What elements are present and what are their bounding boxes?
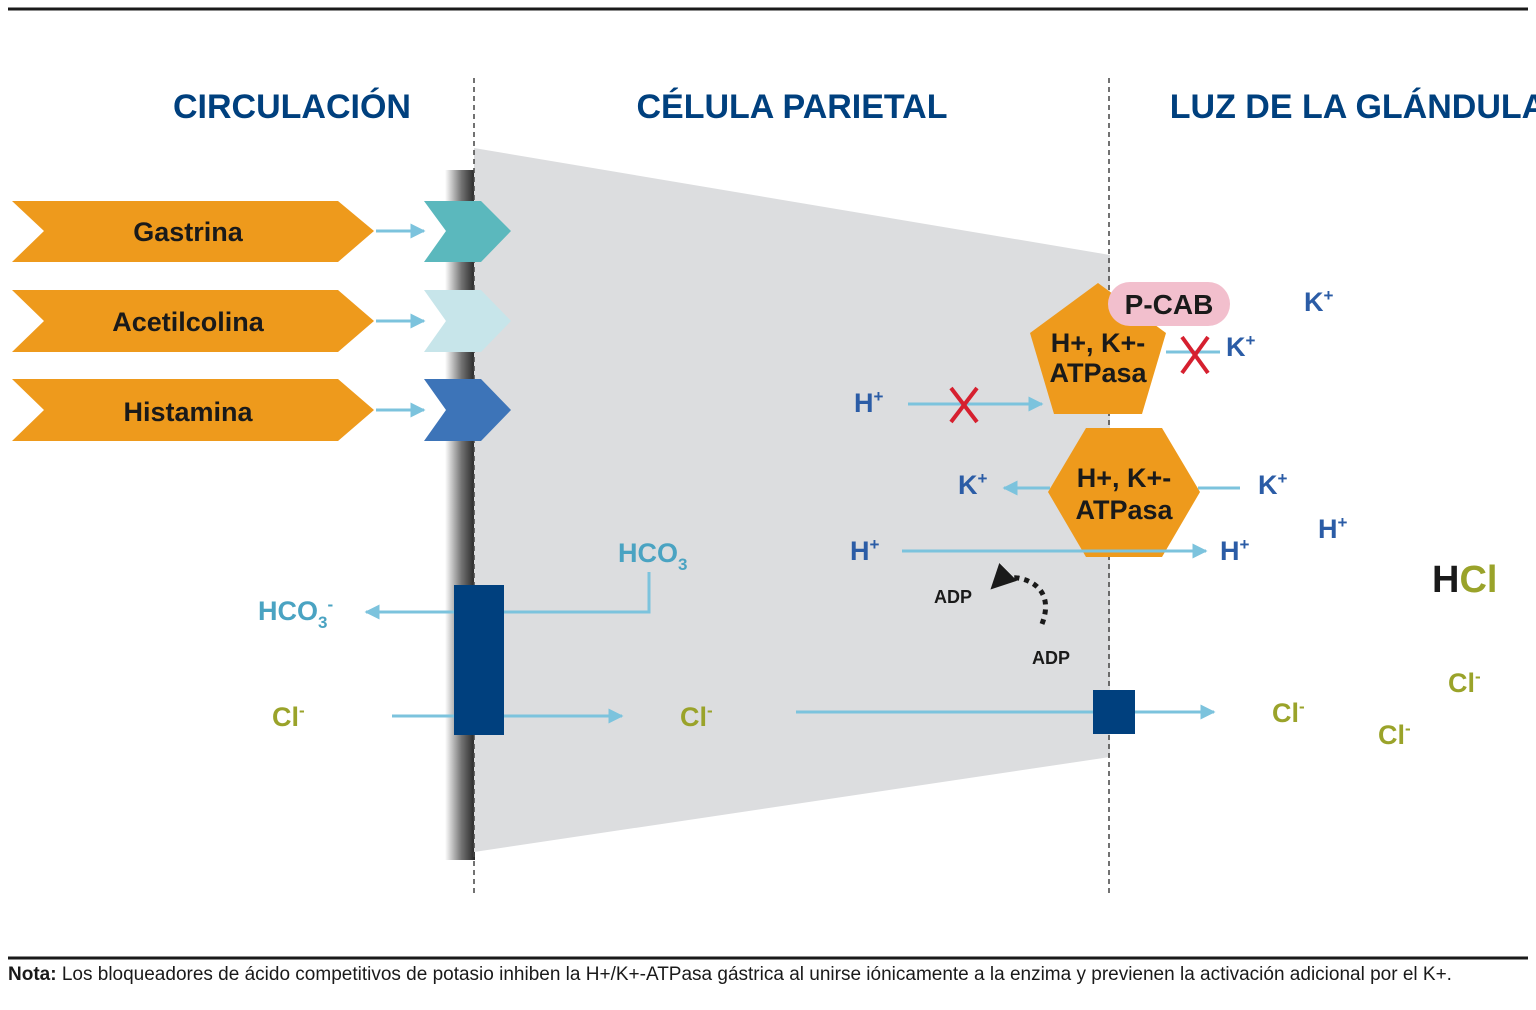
cell-shadow bbox=[445, 170, 475, 860]
hcl-label: HCl bbox=[1432, 559, 1497, 601]
inhibition-x-icon-k bbox=[1180, 335, 1210, 375]
pump-inhibited-line1: H+, K+- bbox=[1051, 328, 1146, 358]
adp-label-top: ADP bbox=[934, 587, 972, 607]
pump-active-line2: ATPasa bbox=[1075, 495, 1173, 525]
h-ion-cell: H+ bbox=[850, 535, 880, 566]
acetilcolina-arrow-shape bbox=[12, 290, 374, 352]
k-ion-blocked: K+ bbox=[1226, 331, 1256, 362]
hco3-blood: HCO3- bbox=[258, 595, 333, 632]
pcab-badge bbox=[1108, 282, 1230, 326]
heading-celula-parietal: CÉLULA PARIETAL bbox=[636, 88, 947, 126]
figure-note: Nota: Los bloqueadores de ácido competit… bbox=[8, 964, 1528, 986]
histamina-receptor bbox=[424, 379, 511, 441]
cl-ion-cell: Cl- bbox=[680, 701, 713, 732]
note-label: Nota: bbox=[8, 964, 57, 985]
note-text: Los bloqueadores de ácido competitivos d… bbox=[56, 964, 1452, 985]
pump-active-line1: H+, K+- bbox=[1077, 463, 1172, 493]
proton-pump-active bbox=[1048, 428, 1200, 557]
stimulus-acetilcolina: Acetilcolina bbox=[12, 290, 511, 352]
heading-circulacion: CIRCULACIÓN bbox=[173, 88, 411, 126]
inhibition-x-icon bbox=[949, 386, 979, 424]
acetilcolina-receptor bbox=[424, 290, 511, 352]
stimulus-histamina: Histamina bbox=[12, 379, 511, 441]
cl-ion-lumen-1: Cl- bbox=[1272, 697, 1305, 728]
cl-ion-lumen-3: Cl- bbox=[1378, 719, 1411, 750]
acetilcolina-label: Acetilcolina bbox=[112, 307, 265, 337]
histamina-arrow-shape bbox=[12, 379, 374, 441]
pcab-label: P-CAB bbox=[1125, 289, 1214, 320]
adp-label-bottom: ADP bbox=[1032, 648, 1070, 668]
gastrina-receptor bbox=[424, 201, 511, 262]
heading-luz-glandula: LUZ DE LA GLÁNDULA bbox=[1170, 88, 1536, 126]
gastrina-label: Gastrina bbox=[133, 217, 244, 247]
cl-ion-blood: Cl- bbox=[272, 701, 305, 732]
h-ion-top-left: H+ bbox=[854, 387, 884, 418]
cl-ion-lumen-2: Cl- bbox=[1448, 667, 1481, 698]
k-ion-cell: K+ bbox=[958, 469, 988, 500]
k-ion-lumen-top: K+ bbox=[1304, 286, 1334, 317]
hco3-cell: HCO3 bbox=[618, 538, 687, 574]
parietal-cell bbox=[474, 148, 1110, 852]
histamina-label: Histamina bbox=[123, 397, 253, 427]
basolateral-exchanger bbox=[454, 585, 504, 735]
pump-inhibited-line2: ATPasa bbox=[1049, 358, 1147, 388]
k-ion-lumen: K+ bbox=[1258, 469, 1288, 500]
gastrina-arrow-shape bbox=[12, 201, 374, 262]
stimulus-gastrina: Gastrina bbox=[12, 201, 511, 262]
apical-cl-channel bbox=[1093, 690, 1135, 734]
adp-cycle-arrow bbox=[990, 563, 1049, 625]
h-ion-lumen-2: H+ bbox=[1318, 513, 1348, 544]
h-ion-lumen: H+ bbox=[1220, 535, 1250, 566]
